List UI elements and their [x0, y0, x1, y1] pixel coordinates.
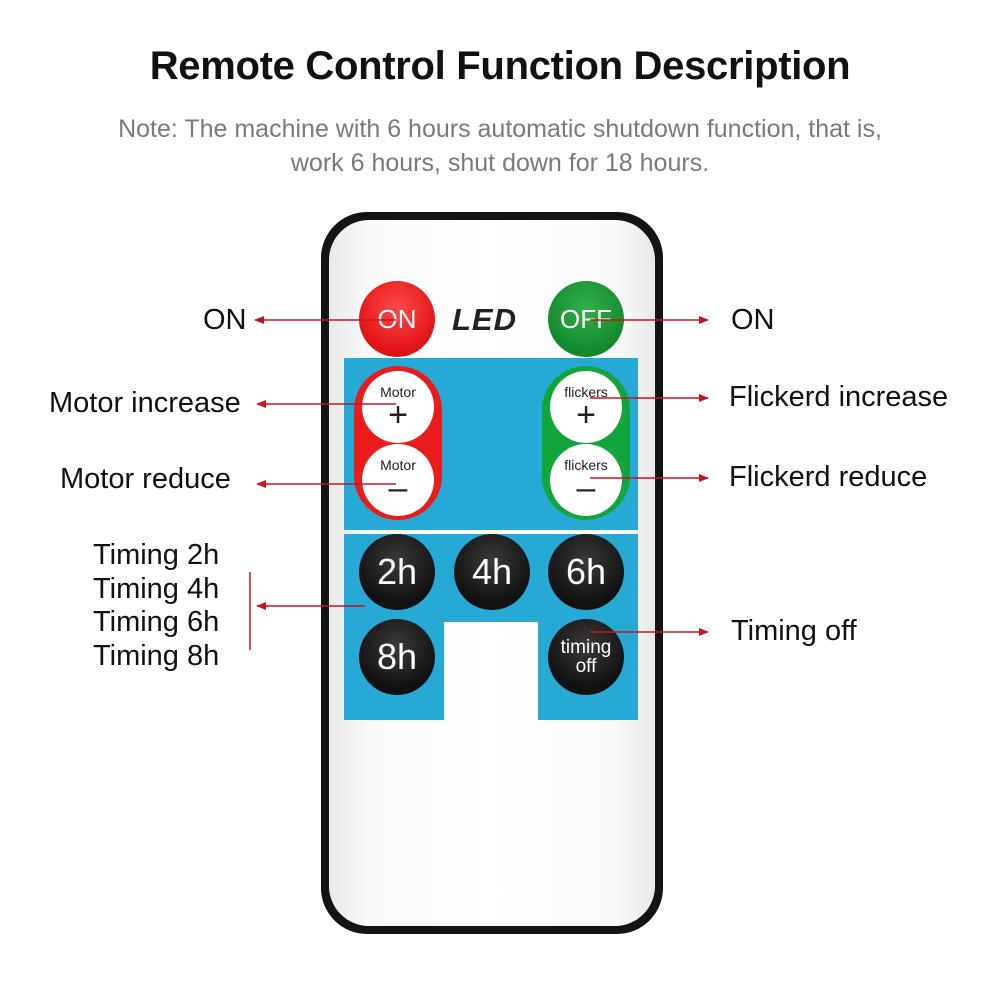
timing-off-line-2: off — [575, 656, 597, 677]
flickers-reduce-button[interactable]: flickers – — [550, 444, 622, 516]
timing-8h-button[interactable]: 8h — [359, 619, 435, 695]
off-button[interactable]: OFF — [548, 281, 624, 357]
minus-icon: – — [576, 469, 596, 507]
label-timing-6h: Timing 6h — [93, 606, 220, 638]
label-timing-off: Timing off — [731, 615, 857, 647]
label-flickerd-increase: Flickerd increase — [729, 381, 949, 413]
motor-increase-label: Motor — [380, 384, 416, 400]
label-timing-8h: Timing 8h — [93, 639, 220, 672]
timing-off-button[interactable]: timing off — [548, 619, 624, 695]
motor-reduce-button[interactable]: Motor – — [362, 444, 434, 516]
timing-4h-button[interactable]: 4h — [454, 534, 530, 610]
motor-reduce-label: Motor — [380, 457, 416, 473]
label-on-right: ON — [731, 304, 775, 336]
timing-2h-button[interactable]: 2h — [359, 534, 435, 610]
note-text: Note: The machine with 6 hours automatic… — [0, 112, 1000, 180]
led-label: LED — [452, 302, 517, 337]
flickers-increase-label: flickers — [564, 384, 608, 400]
motor-increase-button[interactable]: Motor + — [362, 371, 434, 443]
on-button[interactable]: ON — [359, 281, 435, 357]
label-motor-increase: Motor increase — [49, 387, 241, 419]
label-motor-reduce: Motor reduce — [60, 463, 231, 495]
page-title: Remote Control Function Description — [149, 44, 851, 88]
plus-icon: + — [388, 396, 408, 434]
flickers-reduce-label: flickers — [564, 457, 608, 473]
plus-icon: + — [576, 396, 596, 434]
label-on-left: ON — [203, 304, 247, 336]
note-line-1: Note: The machine with 6 hours automatic… — [118, 115, 882, 143]
timing-6h-button[interactable]: 6h — [548, 534, 624, 610]
minus-icon: – — [388, 469, 408, 507]
flickers-increase-button[interactable]: flickers + — [550, 371, 622, 443]
label-flickerd-reduce: Flickerd reduce — [729, 461, 928, 493]
note-line-2: work 6 hours, shut down for 18 hours. — [290, 149, 710, 177]
timing-off-line-1: timing — [560, 637, 612, 658]
label-timing-2h: Timing 2h — [93, 539, 220, 571]
label-timing-4h: Timing 4h — [93, 572, 220, 605]
timing-labels: Timing 2h Timing 4h Timing 6h Timing 8h — [93, 539, 219, 673]
